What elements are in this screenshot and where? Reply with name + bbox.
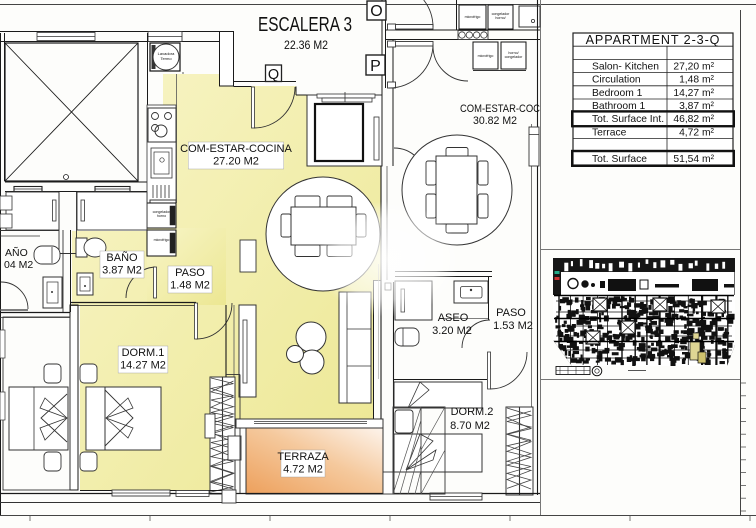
svg-text:1.48 M2: 1.48 M2 [170,280,210,292]
svg-text:46,82 m²: 46,82 m² [673,114,714,125]
svg-text:14,27 m²: 14,27 m² [673,88,714,99]
svg-text:horno: horno [157,214,166,218]
svg-text:microfrigo: microfrigo [478,54,494,58]
svg-text:27.20 M2: 27.20 M2 [213,156,259,168]
svg-text:8.70 M2: 8.70 M2 [450,420,490,432]
svg-text:COM-ESTAR-COC: COM-ESTAR-COC [460,103,540,115]
svg-text:AÑO: AÑO [5,246,28,259]
svg-text:Tot. Surface: Tot. Surface [592,154,647,165]
svg-text:Terrace: Terrace [592,127,627,138]
svg-text:Bathroom 1: Bathroom 1 [592,101,646,112]
svg-text:3,87 m²: 3,87 m² [679,101,714,112]
svg-text:Termo: Termo [160,56,172,61]
svg-text:PASO: PASO [175,267,205,279]
svg-text:P: P [370,58,381,75]
svg-text:14.27 M2: 14.27 M2 [120,360,166,372]
svg-text:PASO: PASO [496,307,526,319]
svg-text:ESCALERA 3: ESCALERA 3 [258,14,352,36]
svg-text:APPARTMENT 2-3-Q: APPARTMENT 2-3-Q [586,33,721,47]
svg-text:27,20 m²: 27,20 m² [673,61,714,72]
svg-text:Q: Q [268,67,279,83]
svg-text:3.20 M2: 3.20 M2 [432,325,472,337]
svg-text:Circulation: Circulation [592,75,641,86]
svg-text:DORM.2: DORM.2 [451,406,494,418]
svg-text:congelador: congelador [505,55,524,59]
svg-text:Lavadora: Lavadora [158,51,175,56]
svg-text:Bedroom 1: Bedroom 1 [592,88,643,99]
svg-text:4,72 m²: 4,72 m² [679,127,714,138]
svg-text:Salon- Kitchen: Salon- Kitchen [592,61,659,72]
svg-text:O: O [370,3,382,20]
svg-text:horno/: horno/ [495,16,505,20]
svg-text:ASEO: ASEO [438,312,469,324]
svg-text:horno/: horno/ [508,51,518,55]
svg-text:1.53 M2: 1.53 M2 [493,320,533,332]
svg-text:microfrigo: microfrigo [465,15,481,19]
svg-text:congelador: congelador [492,12,511,16]
svg-text:1,48 m²: 1,48 m² [679,75,714,86]
svg-text:Tot. Surface Int.: Tot. Surface Int. [592,114,664,125]
svg-text:congelador: congelador [153,210,172,214]
svg-text:BAÑO: BAÑO [106,251,138,264]
svg-text:30.82 M2: 30.82 M2 [473,115,517,127]
svg-text:22.36 M2: 22.36 M2 [284,38,328,52]
svg-text:51,54 m²: 51,54 m² [673,154,714,165]
svg-text:3.87 M2: 3.87 M2 [102,265,142,277]
svg-text:microfrigo: microfrigo [154,238,170,242]
svg-text:DORM.1: DORM.1 [122,347,165,359]
svg-text:04 M2: 04 M2 [4,259,33,271]
svg-text:COM-ESTAR-COCINA: COM-ESTAR-COCINA [180,143,292,155]
svg-text:4.72 M2: 4.72 M2 [283,464,323,476]
svg-text:TERRAZA: TERRAZA [277,451,329,463]
